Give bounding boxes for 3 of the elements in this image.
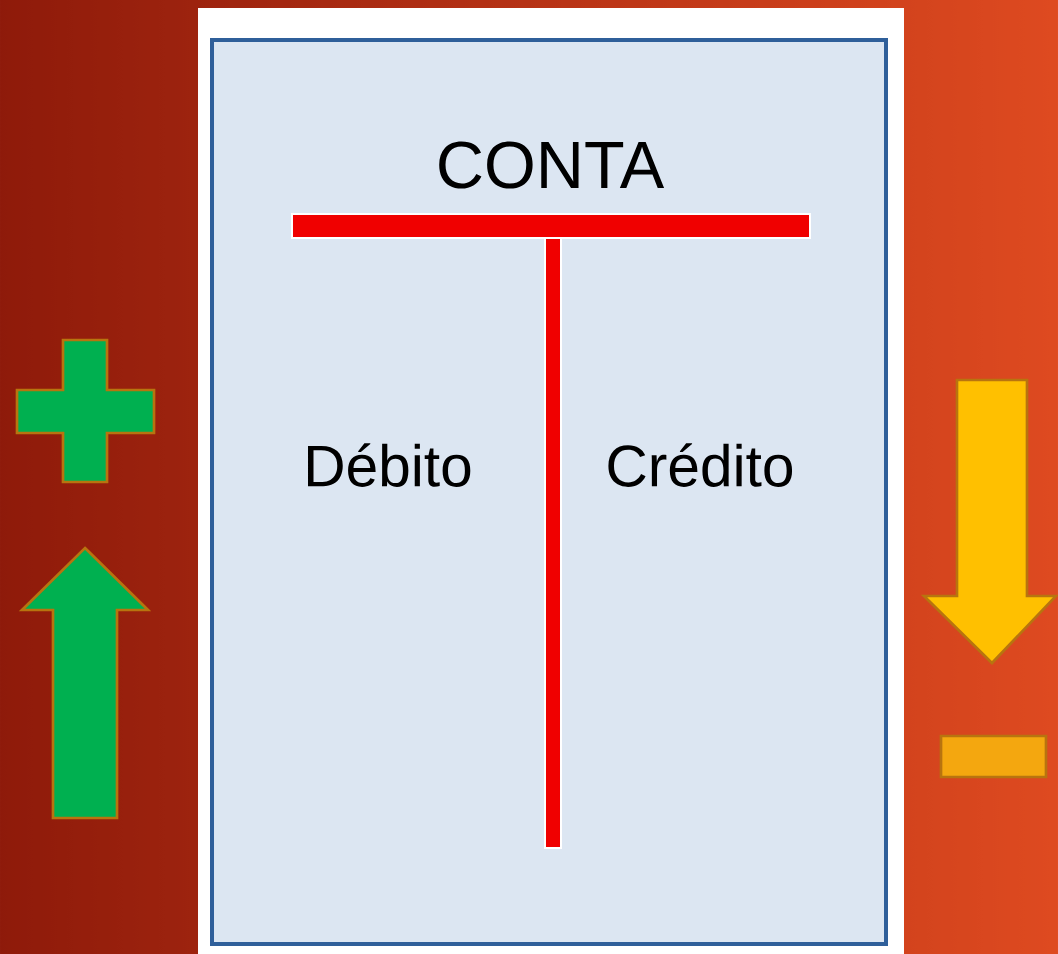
title: CONTA — [439, 141, 665, 189]
column-label: Crédito — [608, 443, 793, 487]
column-label: Débito — [308, 443, 471, 487]
